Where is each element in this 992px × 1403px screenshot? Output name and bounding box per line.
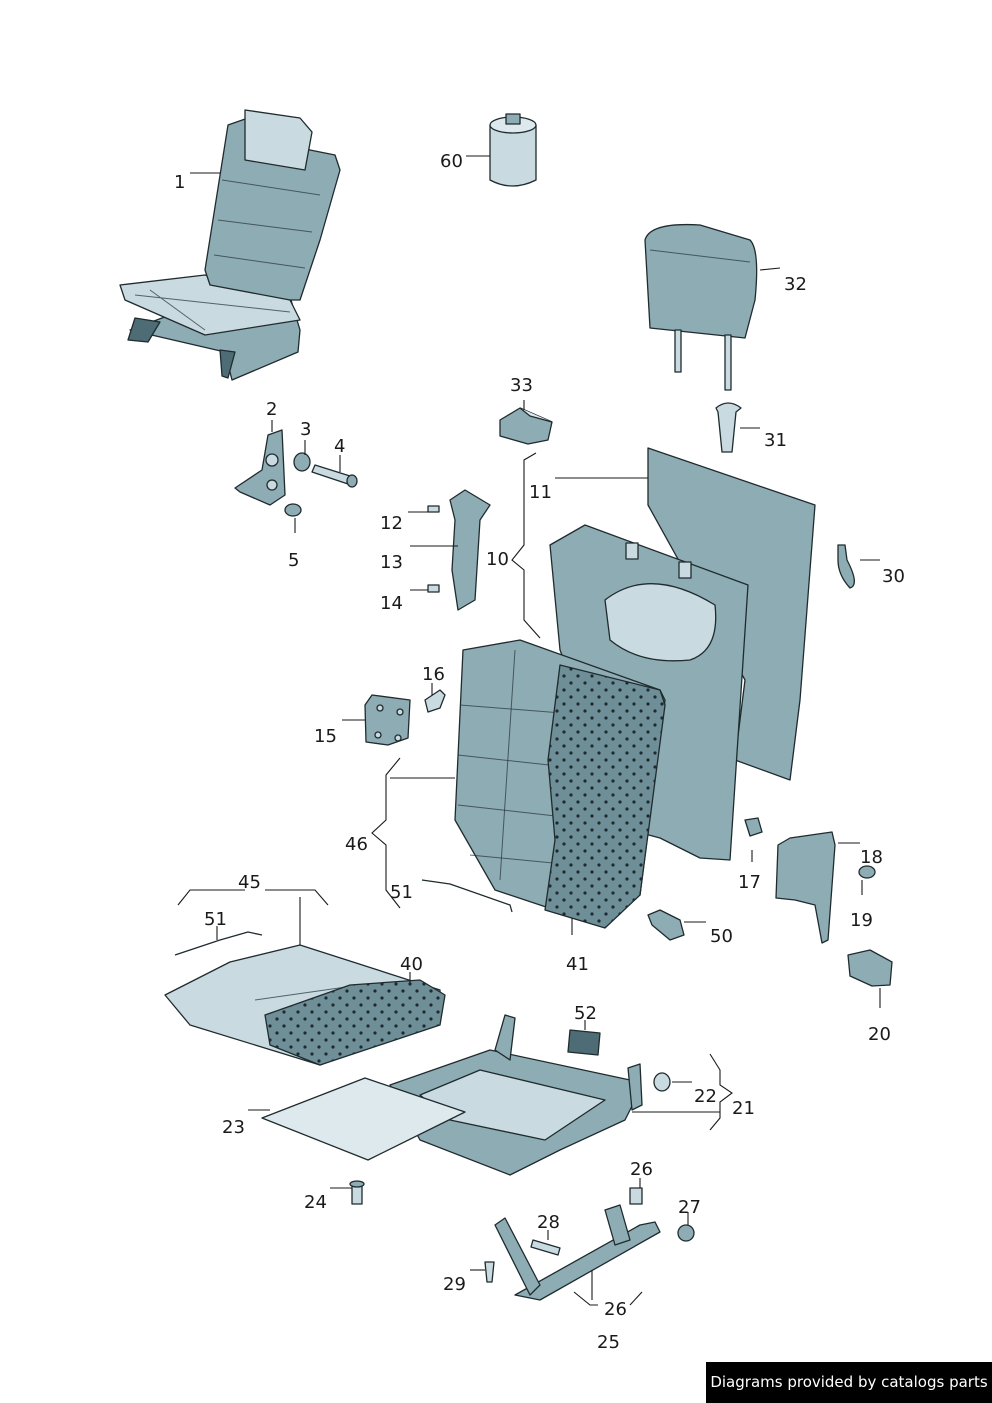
part-18-side-trim bbox=[775, 831, 836, 944]
part-17-clip bbox=[744, 817, 763, 837]
callout-51-lower: 51 bbox=[204, 909, 227, 930]
part-23-mat bbox=[261, 1077, 466, 1161]
callout-51-upper: 51 bbox=[390, 882, 413, 903]
callout-25: 25 bbox=[597, 1332, 620, 1353]
callout-labels: 1 2 3 4 5 10 11 12 13 14 15 16 17 18 19 … bbox=[174, 151, 905, 1353]
callout-33: 33 bbox=[510, 375, 533, 396]
part-1-complete-seat bbox=[119, 109, 341, 381]
part-12-screw bbox=[427, 505, 440, 513]
part-50-latch bbox=[647, 909, 685, 941]
callout-32: 32 bbox=[784, 274, 807, 295]
callout-60: 60 bbox=[440, 151, 463, 172]
callout-15: 15 bbox=[314, 726, 337, 747]
callout-10: 10 bbox=[486, 549, 509, 570]
source-banner: Diagrams provided by catalogs parts bbox=[706, 1362, 992, 1403]
leader-lines bbox=[177, 155, 881, 1306]
callout-50: 50 bbox=[710, 926, 733, 947]
callout-45: 45 bbox=[238, 872, 261, 893]
callout-26-lower: 26 bbox=[604, 1299, 627, 1320]
part-22-bushing bbox=[653, 1072, 671, 1092]
part-20-connector bbox=[847, 949, 893, 987]
part-19-screw bbox=[858, 865, 876, 879]
part-13-trim-handle bbox=[449, 489, 491, 611]
part-28-bolt bbox=[530, 1239, 561, 1256]
callout-30: 30 bbox=[882, 566, 905, 587]
part-3-washer bbox=[293, 452, 311, 472]
callout-2: 2 bbox=[266, 399, 277, 420]
callout-19: 19 bbox=[850, 910, 873, 931]
callout-20: 20 bbox=[868, 1024, 891, 1045]
callout-21: 21 bbox=[732, 1098, 755, 1119]
callout-28: 28 bbox=[537, 1212, 560, 1233]
part-29-screw bbox=[484, 1261, 495, 1283]
callout-11: 11 bbox=[529, 482, 552, 503]
callout-46: 46 bbox=[345, 834, 368, 855]
part-51-wire-lower bbox=[174, 931, 263, 956]
part-4-bolt bbox=[311, 464, 358, 488]
callout-24: 24 bbox=[304, 1192, 327, 1213]
callout-40: 40 bbox=[400, 954, 423, 975]
part-51-wire-upper bbox=[421, 879, 513, 913]
callout-16: 16 bbox=[422, 664, 445, 685]
callout-29: 29 bbox=[443, 1274, 466, 1295]
part-41-backrest-foam bbox=[544, 664, 666, 929]
callout-26-upper: 26 bbox=[630, 1159, 653, 1180]
callout-14: 14 bbox=[380, 593, 403, 614]
part-24-pin bbox=[349, 1180, 365, 1205]
part-30-clip bbox=[837, 544, 855, 589]
part-40-seat-foam bbox=[264, 979, 446, 1066]
part-15-bracket-plate bbox=[364, 694, 411, 746]
part-25-seat-mechanism bbox=[494, 1204, 661, 1301]
part-60-canister bbox=[489, 113, 537, 187]
callout-13: 13 bbox=[380, 552, 403, 573]
part-32-headrest bbox=[644, 223, 758, 391]
part-21-seat-frame bbox=[389, 1014, 643, 1176]
part-26-bushing bbox=[629, 1187, 643, 1205]
part-14-screw bbox=[427, 584, 440, 593]
callout-52: 52 bbox=[574, 1003, 597, 1024]
part-5-screw bbox=[284, 503, 302, 517]
part-16-clip bbox=[424, 689, 446, 713]
callout-3: 3 bbox=[300, 419, 311, 440]
callout-4: 4 bbox=[334, 436, 345, 457]
part-52-pad bbox=[567, 1029, 601, 1056]
part-33-cover-cap bbox=[499, 407, 553, 445]
callout-5: 5 bbox=[288, 550, 299, 571]
callout-12: 12 bbox=[380, 513, 403, 534]
callout-1: 1 bbox=[174, 172, 185, 193]
callout-18: 18 bbox=[860, 847, 883, 868]
callout-41: 41 bbox=[566, 954, 589, 975]
callout-27: 27 bbox=[678, 1197, 701, 1218]
callout-17: 17 bbox=[738, 872, 761, 893]
callout-22: 22 bbox=[694, 1086, 717, 1107]
callout-31: 31 bbox=[764, 430, 787, 451]
callout-23: 23 bbox=[222, 1117, 245, 1138]
part-27-nut bbox=[677, 1224, 695, 1242]
part-31-headrest-guide bbox=[715, 402, 742, 453]
part-2-hinge-bracket bbox=[234, 429, 286, 506]
